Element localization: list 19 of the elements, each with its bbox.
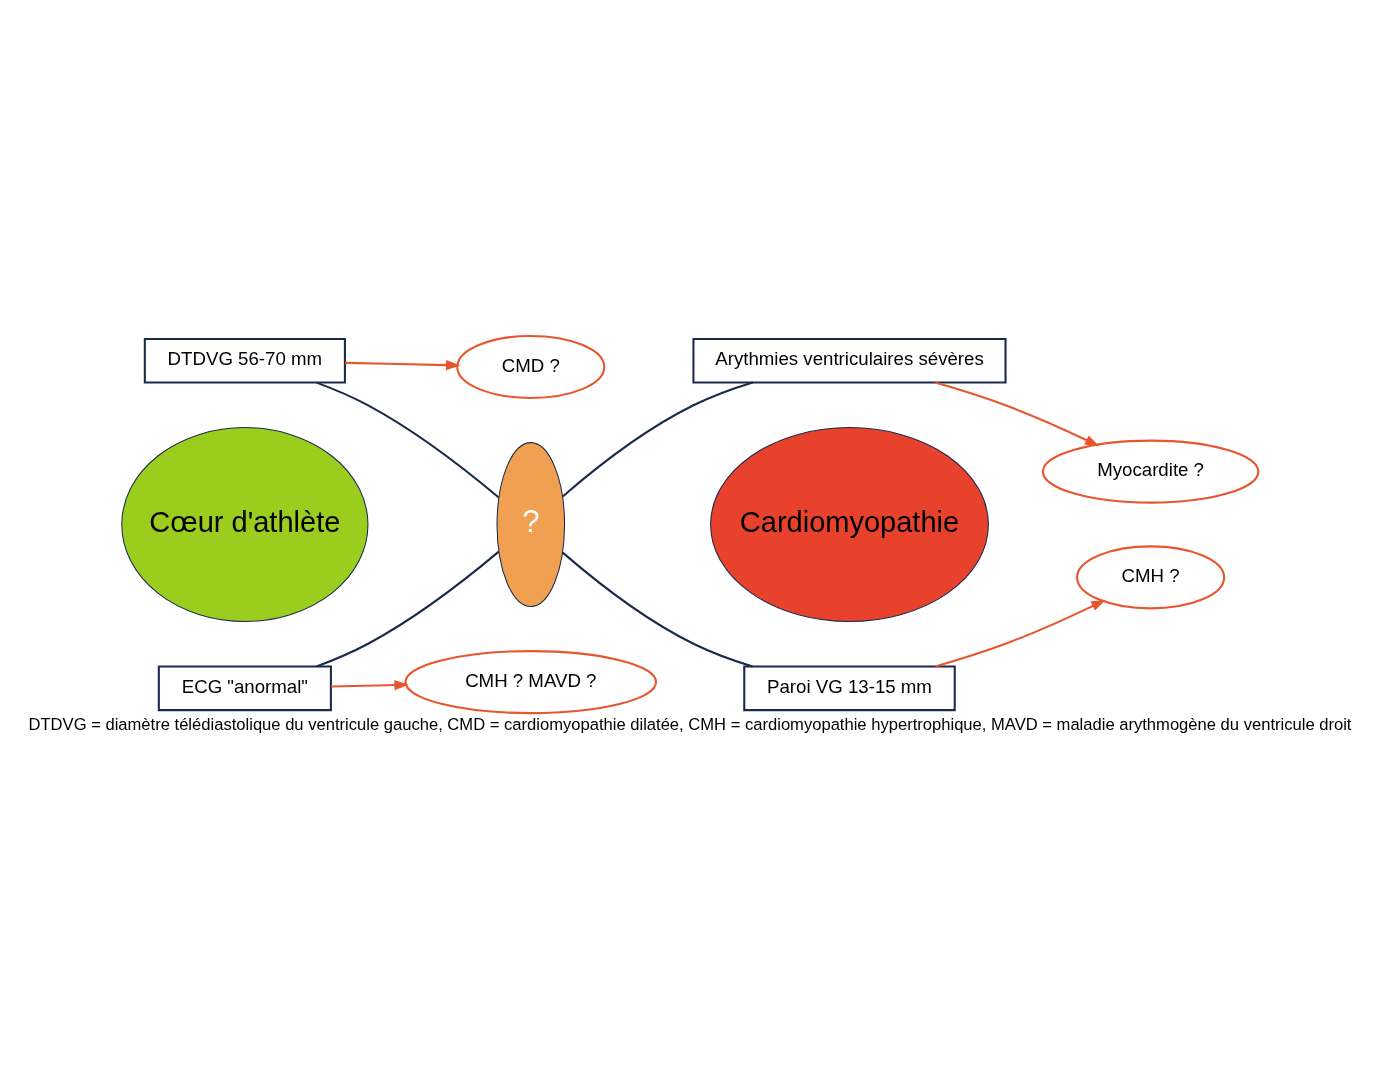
node-ellipse: CMH ? MAVD ?	[404, 650, 658, 715]
node-box: ECG "anormal"	[157, 665, 332, 712]
connector	[316, 550, 500, 668]
caption: DTDVG = diamètre télédiastolique du ventricule gauche, CMD = cardiomyopathie dilatée, CMH = cardiomyopathie hypertrophique, MAVD = maladie arythmogène du ventricule droit	[28, 715, 1352, 735]
arrow	[345, 360, 461, 371]
node-ellipse: CMD ?	[456, 334, 606, 399]
node-ellipse: ?	[496, 442, 566, 607]
node-ellipse: Myocardite ?	[1041, 439, 1260, 504]
node-box: DTDVG 56-70 mm	[143, 337, 346, 384]
node-box: Paroi VG 13-15 mm	[743, 665, 956, 712]
node-box: Arythmies ventriculaires sévères	[692, 337, 1007, 384]
connector	[562, 551, 753, 668]
connector	[562, 381, 753, 498]
connector	[316, 381, 500, 499]
node-ellipse: Cardiomyopathie	[710, 427, 989, 622]
arrow	[935, 599, 1106, 668]
arrow	[935, 381, 1100, 447]
node-ellipse: Cœur d'athlète	[121, 427, 369, 622]
arrow	[331, 680, 409, 691]
